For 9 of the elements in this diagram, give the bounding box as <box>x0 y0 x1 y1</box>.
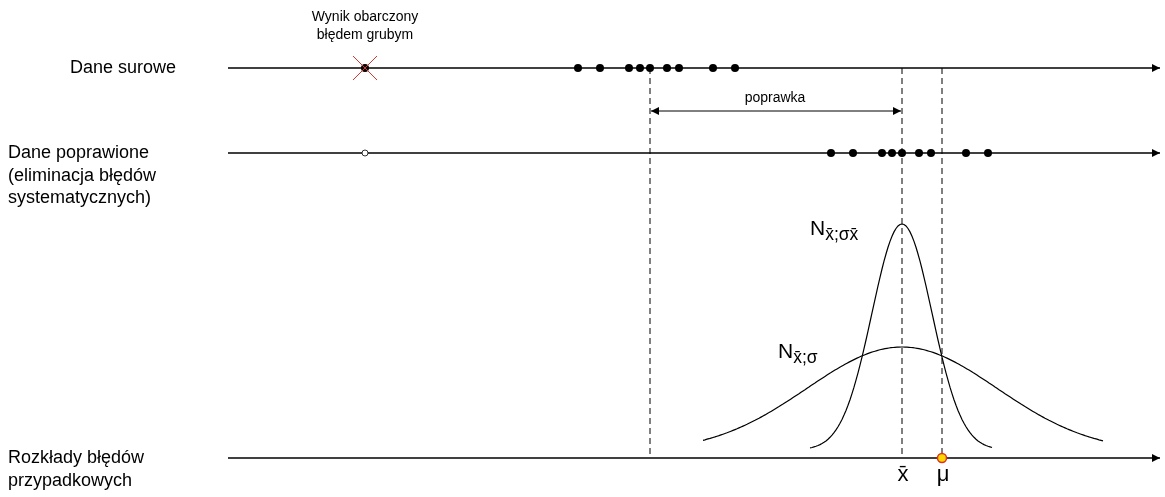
row-label: Rozkłady błędów przypadkowych <box>8 446 146 491</box>
dimension-label: poprawka <box>743 89 807 107</box>
row-label: Dane surowe <box>70 56 178 79</box>
row-label: Dane poprawione (eliminacja błędów systematycznych) <box>8 141 158 209</box>
curve-label: N$_{x̄;σx̄}$ <box>810 215 860 247</box>
axis-label: μ <box>935 460 951 488</box>
annotation: Wynik obarczony błędem grubym <box>310 8 420 43</box>
axis-label: x̄ <box>896 460 910 488</box>
curve-label: N$_{x̄;σ}$ <box>778 338 819 370</box>
